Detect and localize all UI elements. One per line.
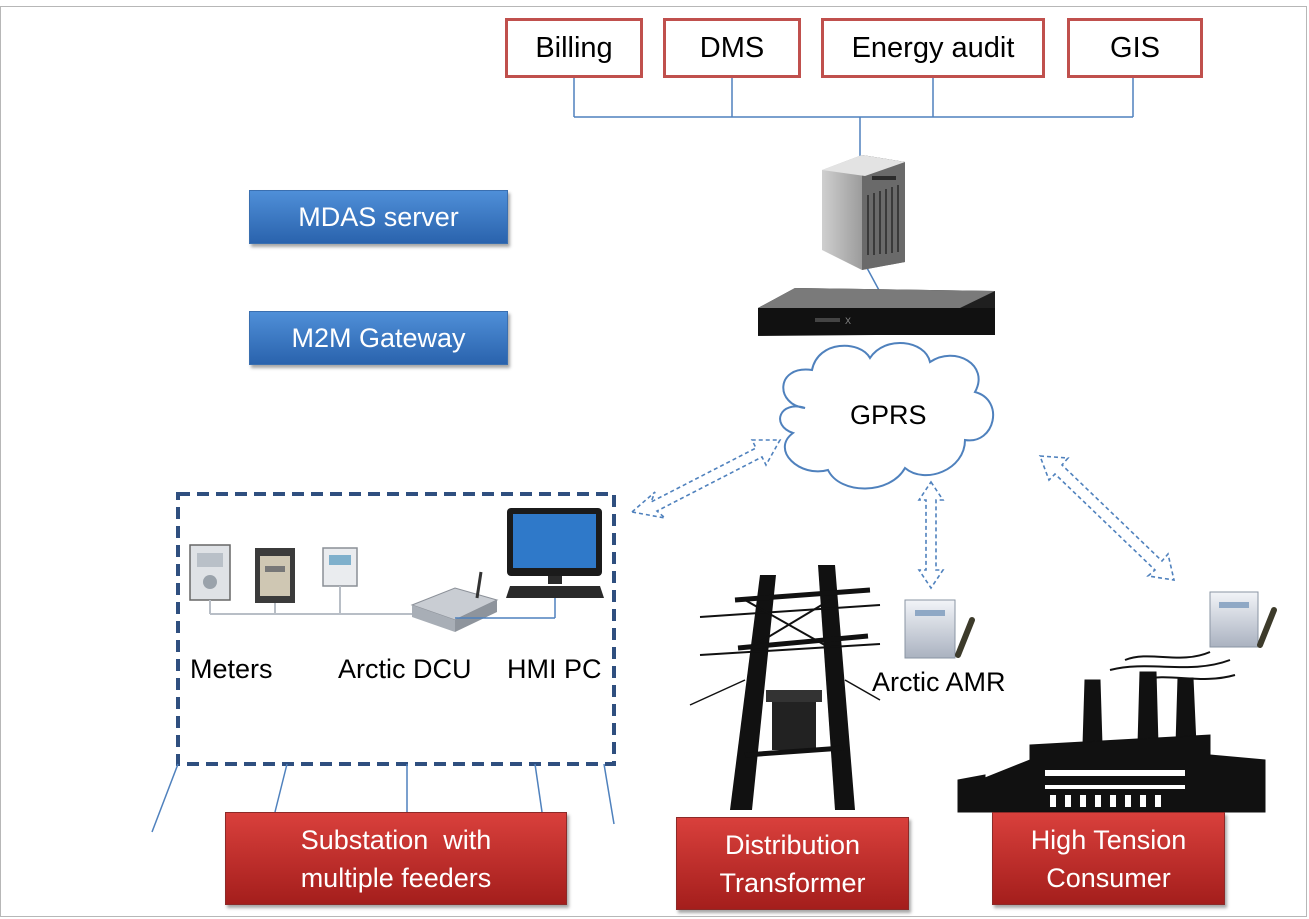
hmi-pc-icon xyxy=(506,508,604,598)
m2m-gateway-label: M2M Gateway xyxy=(291,322,466,353)
dms-box: DMS xyxy=(663,18,801,78)
energy-audit-label: Energy audit xyxy=(851,31,1015,64)
meter-wiring xyxy=(209,586,430,615)
billing-box: Billing xyxy=(505,18,643,78)
substation-boundary xyxy=(176,492,616,766)
distribution-label-line1: Distribution xyxy=(724,829,861,860)
system-connectors xyxy=(573,78,1134,293)
m2m-gateway-icon: X xyxy=(758,288,995,336)
hmi-pc-label: HMI PC xyxy=(507,654,602,684)
substation-label-line2: multiple feeders xyxy=(300,862,492,893)
substation-label-line1: Substation with xyxy=(300,824,492,855)
arctic-amr-label: Arctic AMR xyxy=(872,667,1006,697)
ht-consumer-label-box: High Tension Consumer xyxy=(992,812,1225,905)
billing-label: Billing xyxy=(535,31,613,64)
gprs-arrows xyxy=(630,439,1176,590)
arctic-amr-icon-1 xyxy=(904,599,975,659)
arctic-amr-icon-2 xyxy=(1209,591,1277,648)
energy-audit-box: Energy audit xyxy=(821,18,1045,78)
m2m-gateway-legend: M2M Gateway xyxy=(249,311,508,365)
svg-text:X: X xyxy=(845,316,851,326)
arctic-dcu-label: Arctic DCU xyxy=(338,654,472,684)
substation-label-box: Substation with multiple feeders xyxy=(225,812,567,905)
gis-label: GIS xyxy=(1110,31,1160,64)
gprs-cloud-icon xyxy=(779,342,994,490)
meter-icons xyxy=(189,544,358,603)
mdas-server-icon xyxy=(822,155,905,270)
ht-consumer-label-line2: Consumer xyxy=(1046,862,1171,893)
dms-label: DMS xyxy=(699,31,765,64)
diagram-frame xyxy=(0,6,1307,917)
feeder-lines xyxy=(151,763,615,833)
distribution-label-box: Distribution Transformer xyxy=(676,817,909,910)
distribution-label-line2: Transformer xyxy=(719,867,866,898)
factory-icon xyxy=(957,651,1266,813)
meters-label: Meters xyxy=(190,654,273,684)
mdas-server-legend: MDAS server xyxy=(249,190,508,244)
arctic-dcu-icon xyxy=(410,571,556,632)
gprs-label: GPRS xyxy=(850,400,927,430)
distribution-pole-icon xyxy=(689,565,881,810)
mdas-server-label: MDAS server xyxy=(298,201,459,232)
gis-box: GIS xyxy=(1067,18,1203,78)
ht-consumer-label-line1: High Tension xyxy=(1030,824,1187,855)
